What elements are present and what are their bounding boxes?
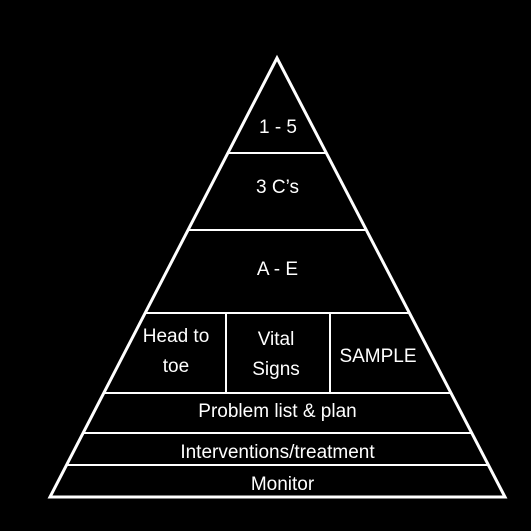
monitor-label: Monitor bbox=[250, 474, 315, 496]
sample-label: SAMPLE bbox=[339, 346, 417, 368]
tier-1-label: 1 - 5 bbox=[258, 117, 298, 139]
pyramid-border bbox=[47, 54, 508, 499]
vital-signs-label: Vital Signs bbox=[252, 329, 300, 380]
tier-3-label: A - E bbox=[256, 259, 299, 281]
tier-2-label: 3 C’s bbox=[256, 177, 299, 199]
interventions-label: Interventions/treatment bbox=[180, 442, 375, 464]
problem-list-label: Problem list & plan bbox=[198, 401, 357, 423]
head-to-toe-label: Head to toe bbox=[142, 326, 210, 377]
